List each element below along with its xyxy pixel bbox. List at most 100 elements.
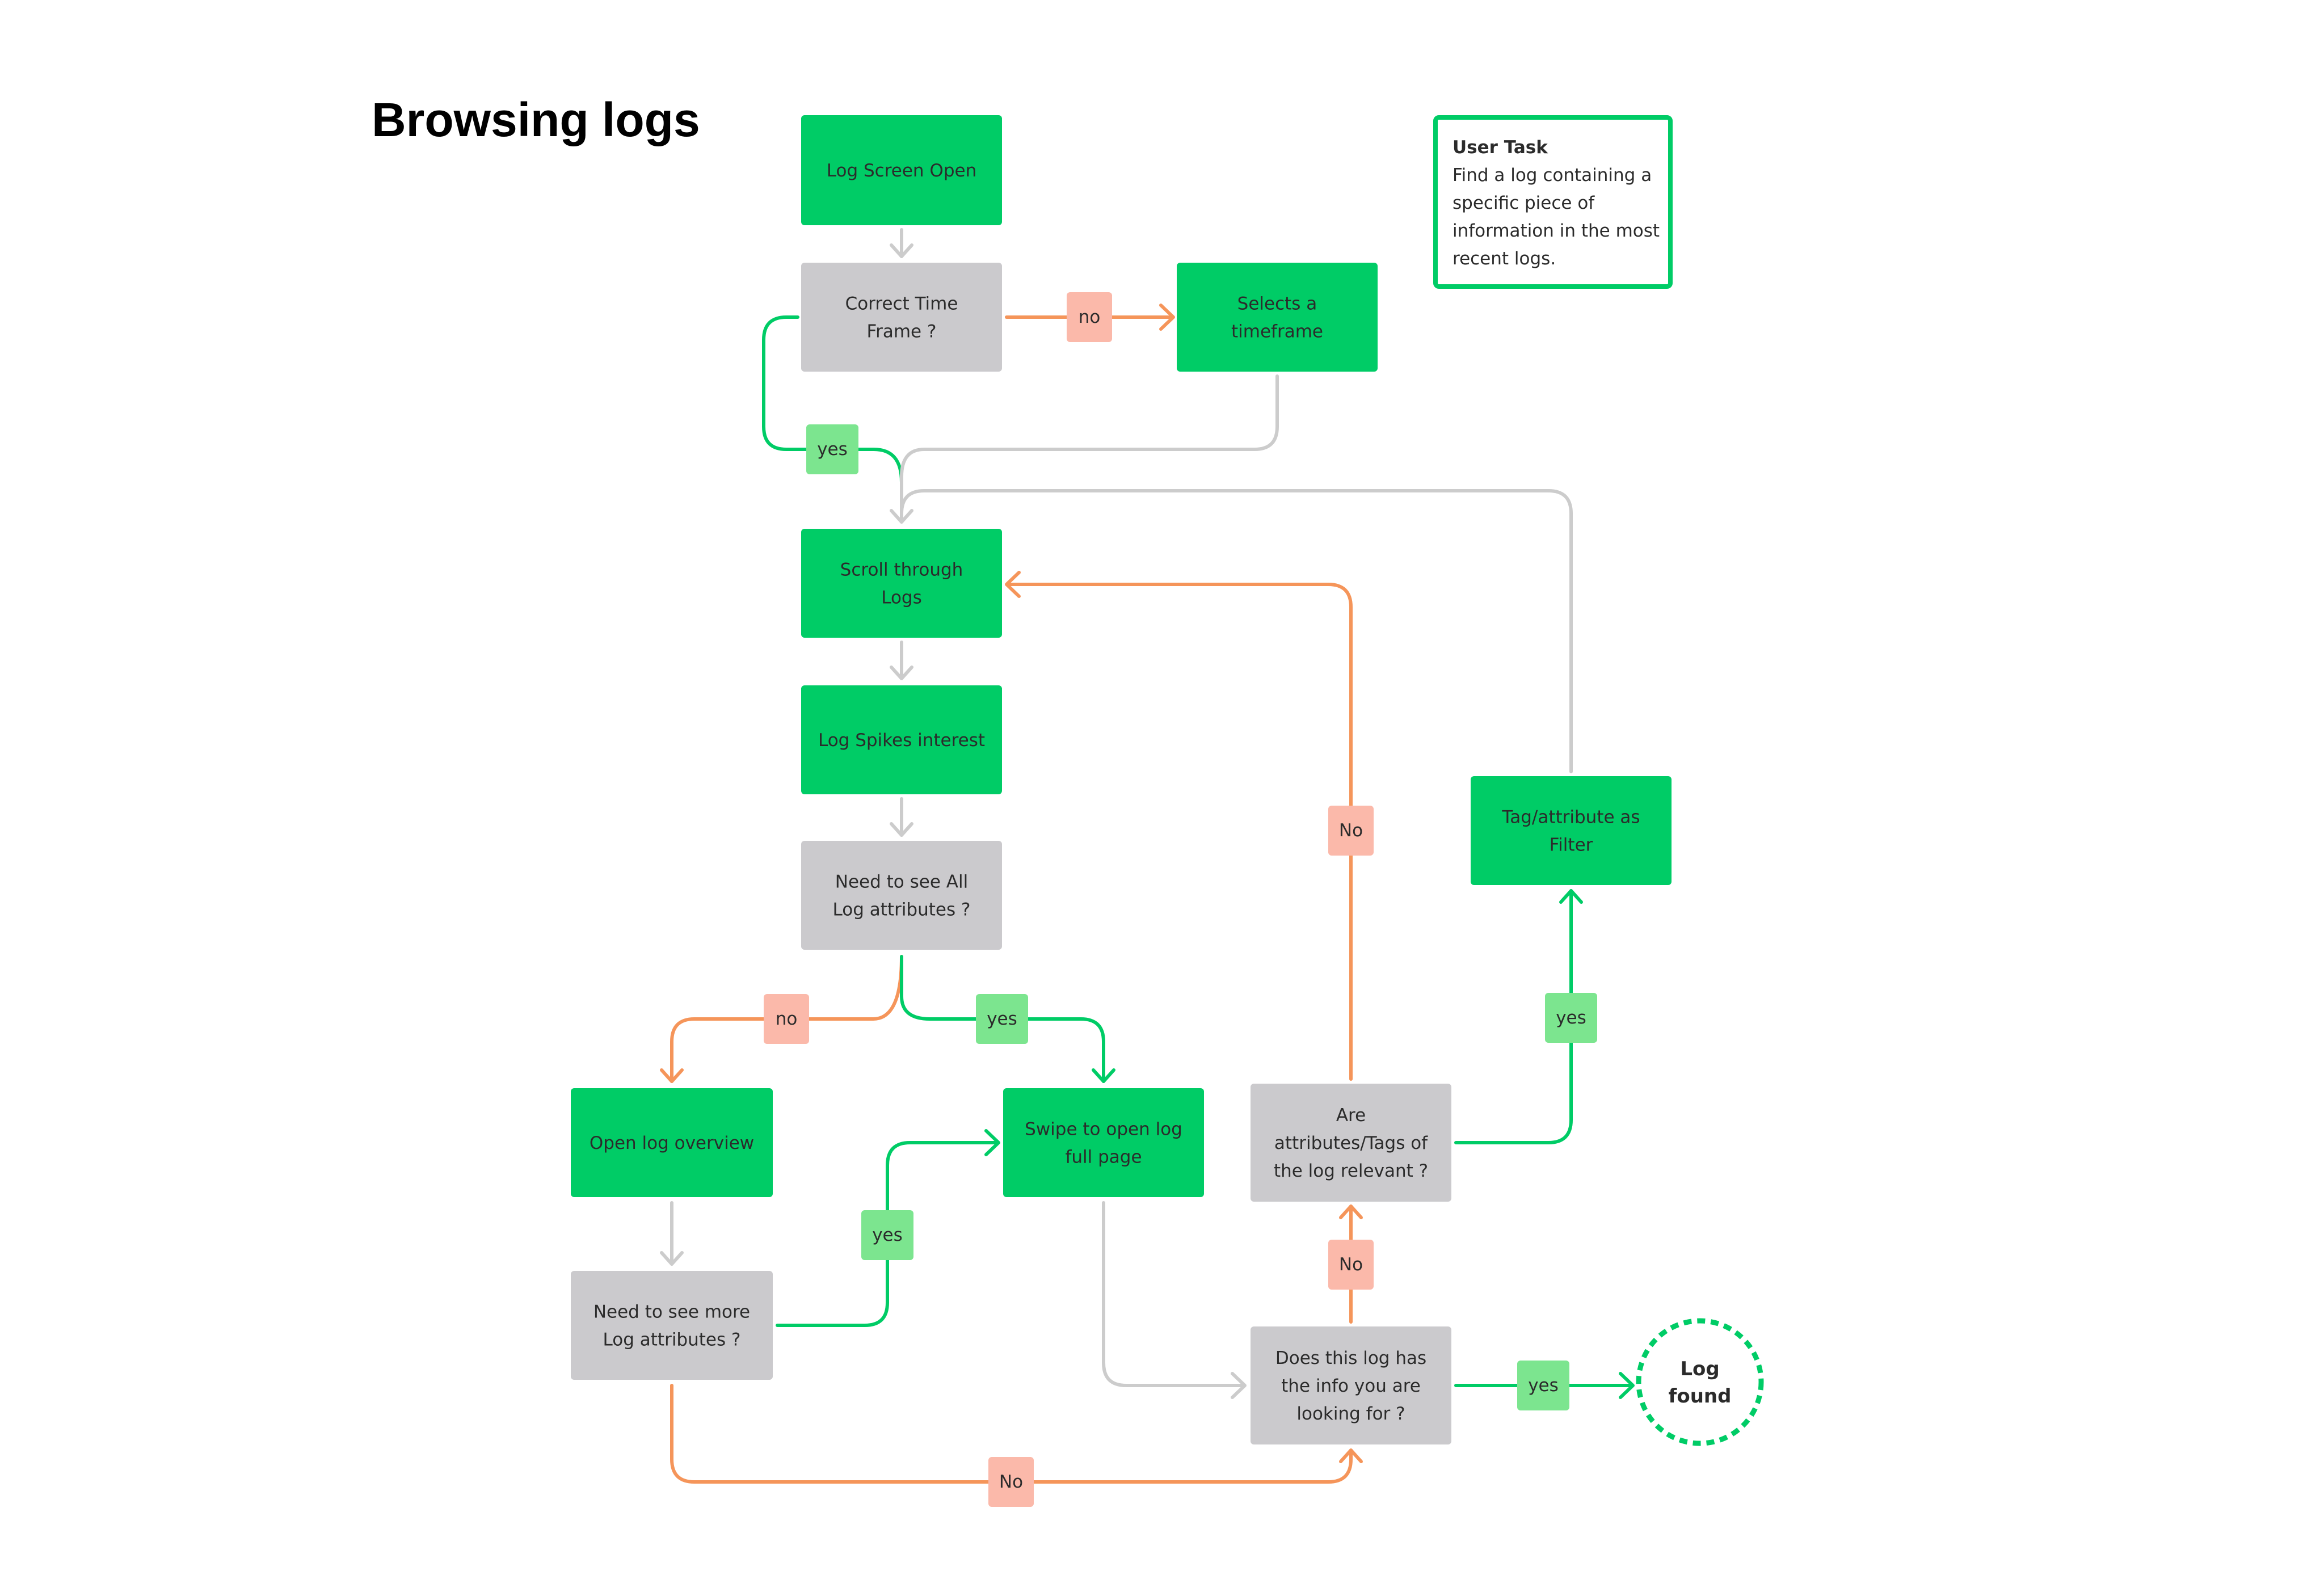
no-label-bg [988, 1457, 1034, 1507]
node-text: Need to see more [593, 1302, 750, 1323]
edge-all-yes [900, 955, 1105, 1083]
node-text: the log relevant ? [1274, 1161, 1428, 1181]
arrowhead-icon [1339, 1204, 1363, 1219]
arrowhead-icon [1339, 1448, 1363, 1463]
node-text: Tag/attribute as [1501, 807, 1640, 828]
decision-box [1251, 1084, 1451, 1202]
edge-label-info-yes: yes [1517, 1361, 1569, 1410]
user-task-box: User Task Find a log containing a specif… [1433, 115, 1673, 289]
arrowhead-icon [660, 1251, 684, 1266]
action-box [801, 685, 1002, 794]
user-task-line: specific piece of [1452, 193, 1595, 213]
node-text: Log Spikes interest [818, 730, 985, 751]
no-label-bg [1067, 292, 1112, 342]
node-log-found: Log found [1636, 1318, 1764, 1446]
edge-label-relevant-no: No [1328, 806, 1374, 856]
node-log-spikes-interest: Log Spikes interest [801, 685, 1002, 794]
node-text: found [1669, 1385, 1732, 1408]
user-task-heading: User Task [1452, 137, 1548, 158]
arrowhead-icon [1092, 1068, 1115, 1083]
node-text: the info you are [1281, 1376, 1421, 1396]
edge-label-text: no [1079, 307, 1101, 327]
node-text: Filter [1550, 835, 1593, 856]
node-open-log-overview: Open log overview [571, 1088, 773, 1197]
edge-label-info-no: No [1328, 1240, 1374, 1290]
yes-label-bg [861, 1210, 913, 1260]
arrowhead-icon [1231, 1372, 1247, 1399]
yes-label-bg [1545, 993, 1597, 1043]
edge-label-text: yes [987, 1009, 1017, 1029]
page-title: Browsing logs [372, 93, 700, 146]
arrowhead-icon [1005, 571, 1021, 598]
action-box [1471, 776, 1672, 885]
edge-label-text: yes [1528, 1375, 1559, 1396]
node-text: looking for ? [1296, 1404, 1405, 1424]
edge-label-more-no: No [988, 1457, 1034, 1507]
edge-relevant-no [1006, 583, 1353, 1081]
arrowhead-icon [1559, 889, 1583, 904]
edge-label-text: no [776, 1009, 798, 1029]
edge-label-text: No [1339, 820, 1363, 841]
edge-time-yes [762, 315, 903, 484]
node-log-screen-open: Log Screen Open [801, 115, 1002, 225]
action-box [1003, 1088, 1204, 1197]
decision-box [801, 263, 1002, 372]
arrowhead-icon [1619, 1372, 1635, 1399]
node-text: Log attributes ? [833, 900, 971, 920]
node-text: Logs [881, 588, 922, 608]
decision-box [801, 841, 1002, 950]
action-box [571, 1088, 773, 1197]
edge-filter-to-scroll [900, 489, 1573, 773]
node-text: timeframe [1231, 322, 1323, 342]
node-text: Swipe to open log [1025, 1119, 1182, 1140]
edge-label-text: yes [817, 439, 848, 460]
node-text: Log attributes ? [603, 1330, 741, 1350]
edge-label-all-no: no [764, 994, 809, 1044]
arrowhead-icon [984, 1129, 1000, 1156]
edge-label-text: No [1339, 1254, 1363, 1275]
node-text: Log [1680, 1358, 1719, 1380]
arrowhead-icon [890, 509, 913, 524]
edge-label-all-yes: yes [976, 994, 1028, 1044]
action-box [1177, 263, 1378, 372]
user-task-line: Find a log containing a [1452, 165, 1652, 186]
node-text: Open log overview [590, 1133, 754, 1153]
edge-relevant-yes [1454, 889, 1573, 1144]
node-text: Need to see All [835, 872, 968, 892]
node-attributes-relevant: Are attributes/Tags of the log relevant ? [1251, 1084, 1451, 1202]
user-task-line: recent logs. [1452, 249, 1556, 269]
node-text: Frame ? [867, 322, 937, 342]
yes-label-bg [976, 994, 1028, 1044]
user-task-line: information in the most [1452, 221, 1660, 241]
decision-box [571, 1271, 773, 1380]
edge-label-text: yes [872, 1225, 903, 1245]
yes-label-bg [806, 424, 858, 474]
edge-swipe-to-info [1102, 1201, 1245, 1387]
no-label-bg [764, 994, 809, 1044]
arrowhead-icon [890, 666, 913, 680]
node-text: Correct Time [845, 294, 958, 314]
node-tag-as-filter: Tag/attribute as Filter [1471, 776, 1672, 885]
decision-box [1251, 1326, 1451, 1444]
edge-timeframe-merge [900, 374, 1279, 524]
node-selects-timeframe: Selects a timeframe [1177, 263, 1378, 372]
edge-label-more-yes: yes [861, 1210, 913, 1260]
node-text: Scroll through [840, 560, 963, 580]
arrowhead-icon [660, 1068, 684, 1083]
edge-label-text: No [999, 1472, 1023, 1492]
node-has-info: Does this log has the info you are looking… [1251, 1326, 1451, 1444]
action-box [801, 115, 1002, 225]
node-text: Selects a [1237, 294, 1317, 314]
yes-label-bg [1517, 1361, 1569, 1410]
edge-label-time-no: no [1067, 292, 1112, 342]
node-text: Are [1336, 1105, 1366, 1126]
edge-all-no [670, 955, 903, 1083]
node-text: attributes/Tags of [1274, 1133, 1428, 1153]
node-text: Does this log has [1275, 1348, 1426, 1368]
